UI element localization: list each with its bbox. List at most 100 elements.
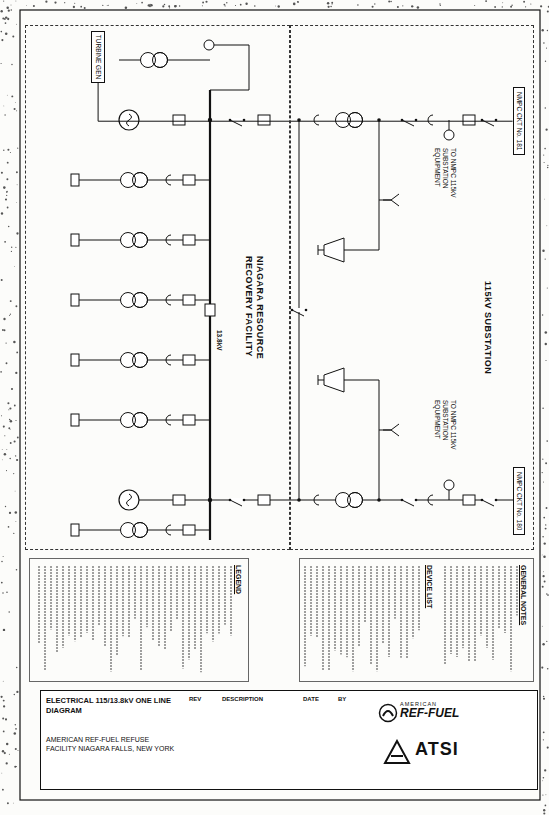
scan-speck — [1, 561, 3, 563]
illegible-note-line — [480, 566, 482, 635]
scan-speck — [543, 812, 545, 814]
scan-speck — [74, 3, 75, 4]
atsi-triangle — [385, 741, 409, 763]
scan-speck — [0, 696, 2, 698]
scan-speck — [164, 4, 166, 6]
scan-speck — [545, 61, 546, 62]
scan-speck — [17, 148, 18, 149]
equipment-note: TO NMPC 115kV SUBSTATION EQUIPMENT — [434, 400, 457, 472]
table-header: DESCRIPTION — [222, 696, 263, 702]
illegible-note-line — [80, 566, 82, 638]
title-text: ELECTRICAL 115/13.8kV ONE LINE DIAGRAM — [46, 696, 181, 716]
scan-speck — [9, 419, 11, 421]
scan-speck — [14, 108, 16, 110]
scan-speck — [540, 5, 542, 7]
scan-speck — [226, 2, 227, 3]
scan-speck — [545, 462, 547, 464]
illegible-note-line — [400, 566, 402, 658]
illegible-note-line — [158, 566, 160, 646]
scan-speck — [494, 6, 496, 8]
scan-speck — [2, 789, 4, 791]
logo-flame — [383, 711, 393, 716]
atsi-bar — [391, 755, 403, 757]
scan-speck — [546, 641, 547, 642]
illegible-note-line — [492, 566, 494, 660]
scan-speck — [15, 372, 17, 374]
scan-speck — [13, 473, 14, 474]
illegible-note-line — [322, 566, 324, 670]
scan-speck — [106, 5, 108, 7]
scan-speck — [33, 5, 35, 7]
scan-speck — [545, 805, 547, 807]
scan-speck — [16, 171, 18, 173]
scan-speck — [136, 3, 138, 5]
illegible-note-line — [50, 566, 52, 630]
circuit-tag: NMPC CKT No. 181 — [515, 92, 523, 150]
illegible-note-line — [140, 566, 142, 670]
equipment-label: TURBINE GEN — [94, 34, 102, 80]
scan-speck — [439, 3, 440, 4]
illegible-note-line — [304, 566, 306, 666]
scan-speck — [542, 795, 543, 796]
illegible-note-line — [334, 566, 336, 650]
scan-speck — [175, 5, 177, 7]
scan-speck — [6, 470, 7, 471]
scan-speck — [10, 442, 12, 444]
circuit-tag: NMPC CKT No. 180 — [515, 472, 523, 530]
scan-speck — [54, 1, 56, 3]
scan-speck — [510, 6, 512, 8]
scan-speck — [511, 5, 512, 6]
scan-speck — [327, 2, 329, 4]
table-header: BY — [338, 696, 346, 702]
scan-speck — [6, 362, 8, 364]
illegible-note-line — [182, 566, 184, 669]
logo-ring — [380, 705, 397, 722]
scan-speck — [402, 5, 403, 6]
illegible-note-line — [462, 566, 464, 648]
scan-speck — [108, 5, 109, 6]
illegible-note-line — [38, 566, 40, 643]
illegible-note-line — [444, 566, 446, 665]
scan-speck — [202, 5, 203, 6]
illegible-note-line — [310, 566, 312, 636]
scan-speck — [547, 165, 548, 166]
scan-speck — [9, 428, 11, 430]
scan-speck — [7, 149, 9, 151]
scan-speck — [3, 700, 5, 702]
scan-speck — [224, 4, 226, 6]
wires — [79, 45, 514, 540]
scan-speck — [254, 5, 256, 7]
scan-speck — [13, 341, 16, 344]
region-heading: NIAGARA RESOURCE RECOVERY FACILITY — [243, 256, 266, 376]
scan-speck — [293, 3, 296, 6]
illegible-note-line — [376, 566, 378, 671]
scan-speck — [542, 536, 544, 538]
illegible-note-line — [486, 566, 488, 648]
scan-speck — [275, 5, 277, 7]
scan-speck — [16, 110, 17, 111]
scan-speck — [9, 315, 10, 316]
scan-speck — [2, 717, 4, 719]
logo-mark — [378, 703, 398, 723]
scan-speck — [4, 329, 6, 331]
scan-speck — [543, 517, 545, 519]
scan-speck — [278, 5, 280, 7]
scan-speck — [546, 440, 548, 442]
scan-speck — [3, 731, 5, 733]
illegible-note-line — [122, 566, 124, 636]
scan-speck — [168, 5, 170, 7]
illegible-note-line — [418, 566, 420, 630]
scan-speck — [16, 202, 18, 204]
scan-speck — [11, 247, 12, 248]
region-boundary: NIAGARA RESOURCE RECOVERY FACILITY TURBIN… — [25, 25, 290, 550]
title-text: AMERICAN REF-FUEL REFUSE FACILITY NIAGAR… — [46, 735, 181, 753]
illegible-note-line — [516, 566, 518, 616]
circuit-tag-box: NMPC CKT No. 181 — [513, 87, 525, 155]
scan-speck — [4, 114, 5, 115]
scan-speck — [1, 39, 3, 41]
illegible-note-line — [468, 566, 470, 661]
scan-speck — [16, 569, 18, 571]
scan-speck — [174, 5, 176, 7]
scan-speck — [547, 287, 548, 288]
illegible-note-line — [176, 566, 178, 619]
